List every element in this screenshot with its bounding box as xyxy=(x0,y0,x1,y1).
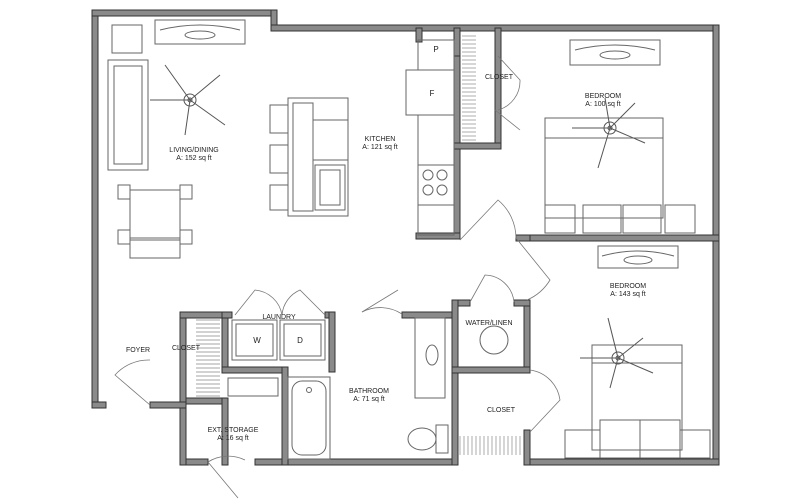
kitchen-label: KITCHEN xyxy=(365,136,396,143)
pantry-label: P xyxy=(433,45,438,54)
ext-storage-label: EXT. STORAGE xyxy=(208,427,259,434)
water-linen-label: WATER/LINEN xyxy=(465,320,512,327)
dryer-label: D xyxy=(297,336,303,345)
living-dining-label: LIVING/DINING xyxy=(169,147,218,154)
living-furniture xyxy=(107,19,246,259)
closet-shelving xyxy=(196,35,521,455)
bathroom-fixtures xyxy=(287,317,509,460)
door-swings xyxy=(114,55,561,499)
bedroom2-furniture xyxy=(564,245,711,459)
bedroom1-furniture xyxy=(544,39,696,234)
closet-bed2-label: CLOSET xyxy=(487,407,516,414)
windows xyxy=(93,11,718,420)
bedroom2-area: A: 143 sq ft xyxy=(610,291,645,298)
ext-storage-area: A: 16 sq ft xyxy=(217,435,249,442)
room-labels: LIVING/DINING A: 152 sq ft KITCHEN A: 12… xyxy=(126,74,646,442)
kitchen-area: A: 121 sq ft xyxy=(362,144,397,151)
fridge-label: F xyxy=(430,89,435,98)
bedroom1-area: A: 100 sq ft xyxy=(585,101,620,108)
foyer-label: FOYER xyxy=(126,347,150,354)
bathroom-label: BATHROOM xyxy=(349,388,389,395)
laundry-fixtures xyxy=(227,319,326,397)
laundry-label: LAUNDRY xyxy=(262,314,296,321)
bedroom2-label: BEDROOM xyxy=(610,283,646,290)
washer-label: W xyxy=(253,336,261,345)
kitchen-fixtures xyxy=(269,39,455,236)
bathroom-area: A: 71 sq ft xyxy=(353,396,385,403)
living-dining-area: A: 152 sq ft xyxy=(176,155,211,162)
bedroom1-label: BEDROOM xyxy=(585,93,621,100)
closet-foyer-label: CLOSET xyxy=(172,345,201,352)
closet-bed1-label: CLOSET xyxy=(485,74,514,81)
